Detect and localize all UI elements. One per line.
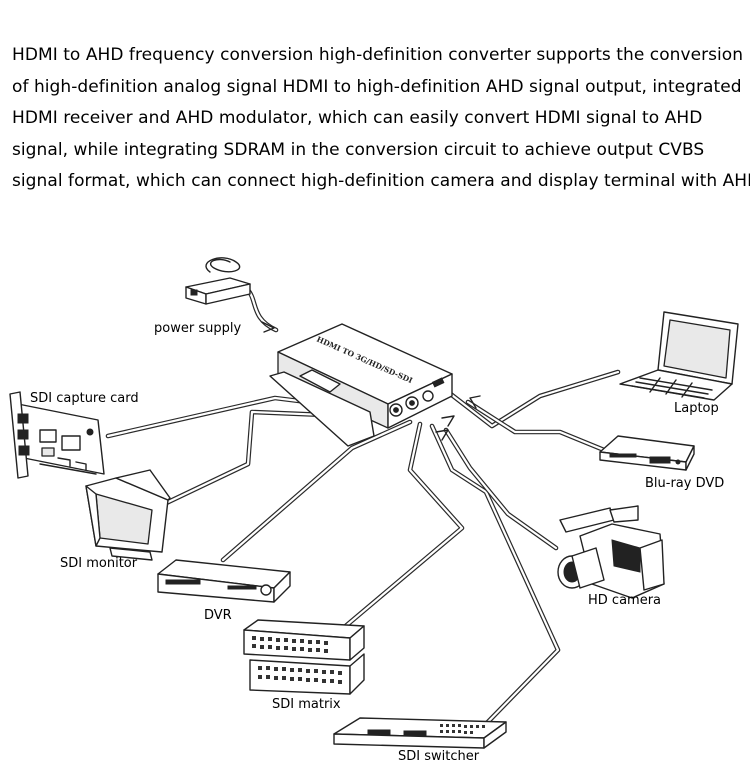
description-line-4: signal, while integrating SDRAM in the c… — [12, 139, 705, 160]
cable-matrix — [332, 421, 465, 638]
description-line-5: signal format, which can connect high-de… — [12, 171, 750, 191]
camera-icon — [557, 505, 665, 599]
description-line-3: HDMI receiver and AHD modulator, which c… — [12, 108, 703, 128]
label-laptop: Laptop — [674, 401, 719, 416]
arrow-in-laptop — [469, 395, 481, 409]
label-sdi-switcher: SDI switcher — [398, 749, 480, 764]
label-bluray-dvd: Blu-ray DVD — [645, 476, 725, 491]
description-line-1: HDMI to AHD frequency conversion high-de… — [12, 45, 744, 65]
switcher-icon — [333, 717, 507, 749]
arrow-out-2 — [441, 415, 455, 427]
monitor-icon — [85, 469, 171, 561]
label-sdi-capture-card: SDI capture card — [30, 391, 139, 406]
power-supply-icon — [185, 257, 251, 305]
label-sdi-monitor: SDI monitor — [60, 556, 138, 571]
bluray-icon — [599, 435, 695, 471]
description-paragraph: HDMI to AHD frequency conversion high-de… — [12, 40, 750, 198]
cable-switcher — [429, 423, 561, 731]
label-sdi-matrix: SDI matrix — [272, 697, 341, 712]
label-dvr: DVR — [204, 608, 232, 623]
matrix-icon — [243, 619, 365, 695]
description-line-2: of high-definition analog signal HDMI to… — [12, 76, 742, 97]
laptop-icon — [619, 311, 739, 401]
label-power-supply: power supply — [154, 321, 242, 336]
arrow-out-1 — [435, 429, 449, 441]
capture-card-icon — [9, 391, 105, 479]
arrow-power — [261, 321, 275, 333]
dvr-icon — [157, 559, 291, 603]
label-hd-camera: HD camera — [588, 593, 662, 608]
converter-box-icon: HDMI TO 3G/HD/SD-SDI — [269, 323, 453, 447]
